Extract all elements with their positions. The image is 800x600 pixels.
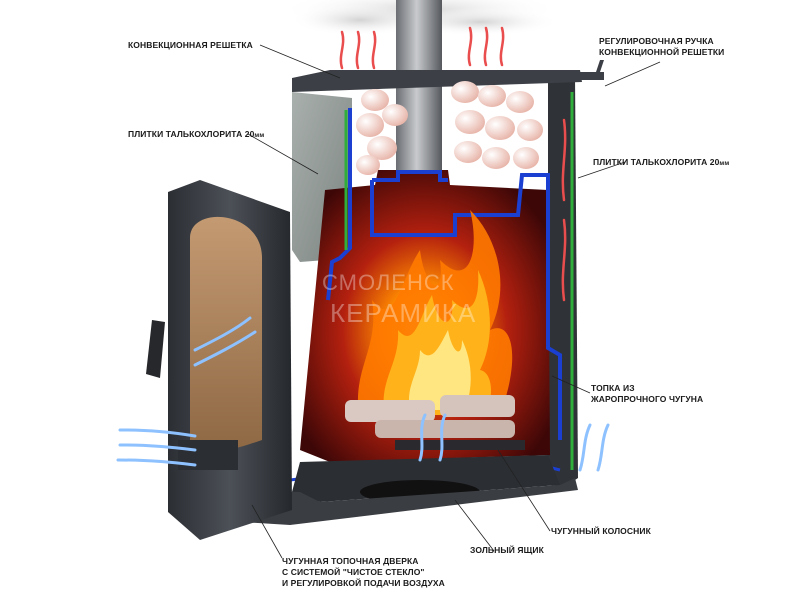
firebox-door[interactable] xyxy=(168,180,292,540)
fire-flames xyxy=(357,210,513,420)
label-talc-tiles-left-unit: мм xyxy=(254,132,265,139)
label-talc-tiles-right: ПЛИТКИ ТАЛЬКОХЛОРИТА 20мм xyxy=(593,157,729,169)
ash-box xyxy=(292,455,560,502)
label-adjust-handle-line2: КОНВЕКЦИОННОЙ РЕШЕТКИ xyxy=(599,47,725,57)
callout-lines xyxy=(247,44,661,559)
label-adjust-handle-line1: РЕГУЛИРОВОЧНАЯ РУЧКА xyxy=(599,36,714,46)
label-talc-tiles-left: ПЛИТКИ ТАЛЬКОХЛОРИТА 20мм xyxy=(128,129,264,141)
convection-adjust-handle[interactable] xyxy=(578,60,604,80)
label-firebox-line2: ЖАРОПРОЧНОГО ЧУГУНА xyxy=(591,394,704,404)
chimney-pipe xyxy=(396,0,442,178)
stove-base xyxy=(208,478,578,525)
casing-top-frame xyxy=(292,70,582,92)
label-door-line2: С СИСТЕМОЙ "ЧИСТОЕ СТЕКЛО" xyxy=(282,567,425,577)
label-door-line3: И РЕГУЛИРОВКОЙ ПОДАЧИ ВОЗДУХА xyxy=(282,578,445,588)
label-grate-text: ЧУГУННЫЙ КОЛОСНИК xyxy=(551,526,651,536)
label-grate: ЧУГУННЫЙ КОЛОСНИК xyxy=(551,526,651,537)
label-convection-grille-text: КОНВЕКЦИОННАЯ РЕШЕТКА xyxy=(128,40,253,50)
label-ash-box-text: ЗОЛЬНЫЙ ЯЩИК xyxy=(470,545,544,555)
label-door-line1: ЧУГУННАЯ ТОПОЧНАЯ ДВЕРКА xyxy=(282,556,419,566)
door-handle[interactable] xyxy=(146,320,165,378)
heater-stones xyxy=(356,81,543,175)
label-talc-tiles-right-text: ПЛИТКИ ТАЛЬКОХЛОРИТА 20 xyxy=(593,157,720,167)
firewood-logs xyxy=(345,395,515,438)
label-adjust-handle: РЕГУЛИРОВОЧНАЯ РУЧКА КОНВЕКЦИОННОЙ РЕШЕТ… xyxy=(599,36,724,58)
grate-bars xyxy=(395,440,525,450)
label-firebox-line1: ТОПКА ИЗ xyxy=(591,383,635,393)
label-talc-tiles-left-text: ПЛИТКИ ТАЛЬКОХЛОРИТА 20 xyxy=(128,129,255,139)
label-door: ЧУГУННАЯ ТОПОЧНАЯ ДВЕРКА С СИСТЕМОЙ "ЧИС… xyxy=(282,556,445,589)
label-convection-grille: КОНВЕКЦИОННАЯ РЕШЕТКА xyxy=(128,40,253,51)
label-ash-box: ЗОЛЬНЫЙ ЯЩИК xyxy=(470,545,544,556)
insulation-outline-inner xyxy=(370,173,562,440)
hot-air-arrows xyxy=(339,26,567,302)
insulation-outline xyxy=(326,108,352,301)
air-intake-arrows xyxy=(116,316,610,472)
watermark-line1: СМОЛЕНСК xyxy=(322,270,455,295)
insulation-outline-top xyxy=(372,170,448,182)
watermark-line2: КЕРАМИКА xyxy=(330,298,477,328)
label-firebox: ТОПКА ИЗ ЖАРОПРОЧНОГО ЧУГУНА xyxy=(591,383,703,405)
label-talc-tiles-right-unit: мм xyxy=(719,160,730,167)
